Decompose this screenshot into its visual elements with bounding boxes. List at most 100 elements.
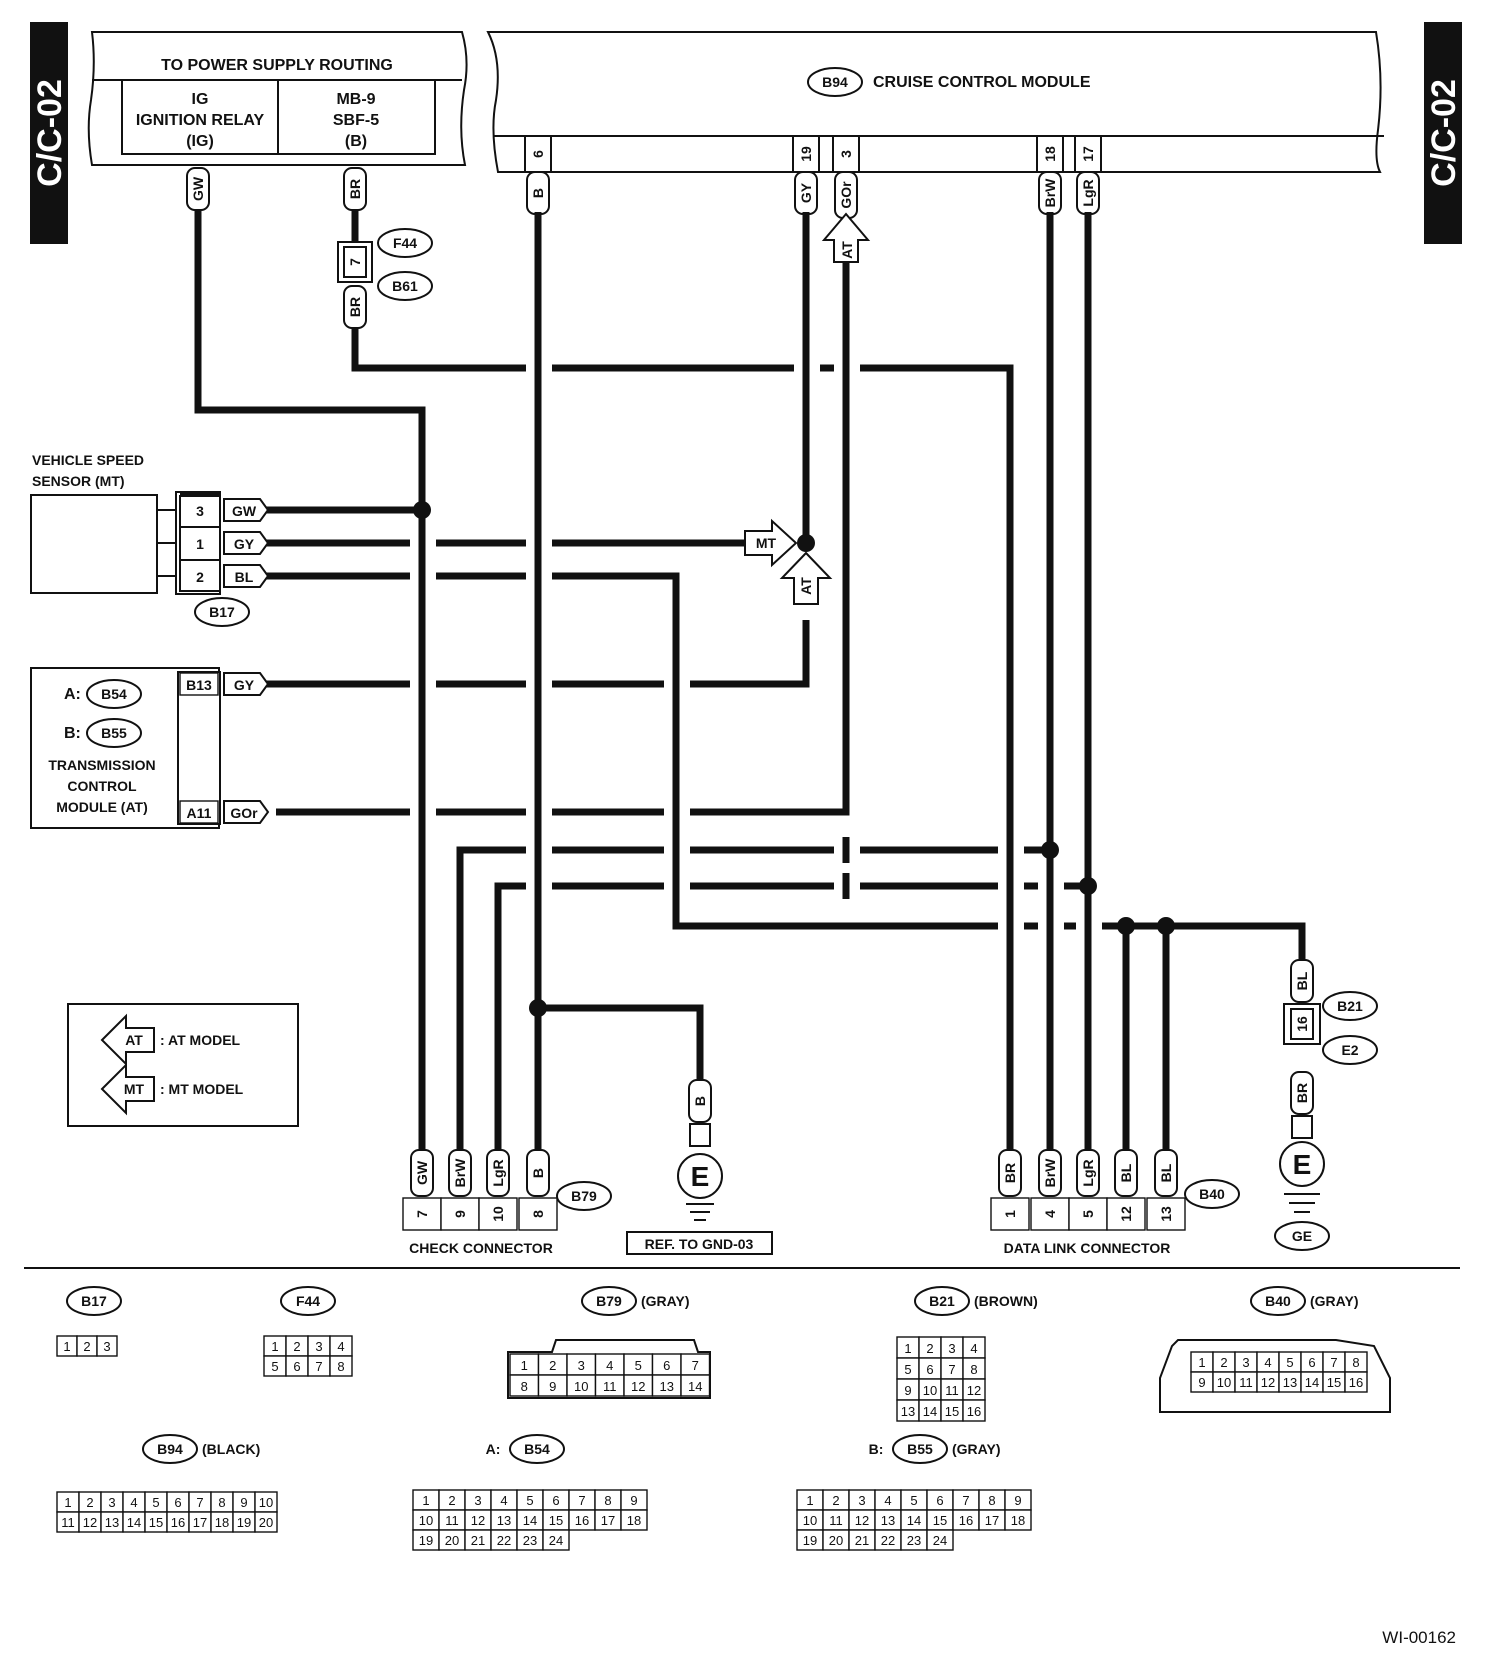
b40-cell: 8: [1352, 1355, 1359, 1370]
b55-cell: 18: [1011, 1513, 1025, 1528]
right-ground-color-top: BL: [1294, 971, 1310, 990]
svg-text:BR: BR: [347, 297, 363, 317]
b94-cell: 20: [259, 1515, 273, 1530]
b94-cell: 12: [83, 1515, 97, 1530]
check-pin-number: 7: [414, 1210, 430, 1218]
b55-cell: 22: [881, 1533, 895, 1548]
b17-cell: 3: [103, 1339, 110, 1354]
dlc-pin-1: BR1: [990, 1149, 1030, 1231]
right-ground-color-bottom: BR: [1294, 1083, 1310, 1103]
ccm-badge: B94: [822, 74, 848, 90]
vss-badge: B17: [209, 604, 235, 620]
vss-pin-color: GW: [232, 503, 257, 519]
view-badge: B17: [81, 1293, 107, 1309]
f44-cell: 1: [271, 1339, 278, 1354]
view-badge: B40: [1265, 1293, 1291, 1309]
check-connector-badge: B79: [571, 1188, 597, 1204]
data-link-connector: B40 DATA LINK CONNECTOR: [1004, 1179, 1240, 1256]
splice-dots: [413, 501, 1175, 1017]
f44-cell: 2: [293, 1339, 300, 1354]
b21-cell: 4: [970, 1341, 977, 1356]
b55-cell: 13: [881, 1513, 895, 1528]
fuse-top-badge: F44: [393, 235, 417, 251]
tcm-pin-color: GY: [234, 677, 255, 693]
wire-tcm-gy: [266, 620, 810, 688]
legend-box: AT : AT MODEL MT : MT MODEL: [67, 1003, 299, 1127]
fuse-pin-label: 7: [347, 258, 363, 266]
b94-cell: 3: [108, 1495, 115, 1510]
f44-cell: 5: [271, 1359, 278, 1374]
b55-cell: 15: [933, 1513, 947, 1528]
b21-cell: 5: [904, 1362, 911, 1377]
view-badge: F44: [296, 1293, 320, 1309]
b79-cell: 3: [578, 1358, 585, 1373]
ccm-pin-number: 6: [530, 150, 546, 158]
document-id: WI-00162: [1382, 1628, 1456, 1647]
ccm-pin-color: B: [530, 188, 546, 198]
b54-cell: 6: [552, 1493, 559, 1508]
b55-cell: 11: [829, 1513, 843, 1528]
splice-lgr: [1079, 877, 1097, 895]
splice-brw: [1041, 841, 1059, 859]
right-ground-top-badge: B21: [1337, 998, 1363, 1014]
dlc-pin-color: BR: [1002, 1163, 1018, 1183]
power-supply-block: TO POWER SUPPLY ROUTING IG IGNITION RELA…: [87, 31, 468, 166]
check-pin-color: LgR: [490, 1159, 506, 1186]
b40-cell: 14: [1305, 1375, 1319, 1390]
b94-cell: 15: [149, 1515, 163, 1530]
b21-cell: 15: [945, 1404, 959, 1419]
b79-cell: 14: [688, 1379, 702, 1394]
ground-wire-color: B: [692, 1096, 708, 1106]
b79-cell: 11: [603, 1379, 617, 1394]
b79-cell: 10: [574, 1379, 588, 1394]
b79-cell: 8: [521, 1379, 528, 1394]
side-label-right: C/C-02: [1425, 79, 1463, 187]
view-badge: B79: [596, 1293, 622, 1309]
b55-cell: 14: [907, 1513, 921, 1528]
b54-cell: 1: [422, 1493, 429, 1508]
b79-cell: 2: [549, 1358, 556, 1373]
b55-cell: 21: [855, 1533, 869, 1548]
b21-cell: 3: [948, 1341, 955, 1356]
legend-mt-text: : MT MODEL: [160, 1081, 244, 1097]
ccm-pin-number: 19: [798, 146, 814, 162]
f44-cell: 7: [315, 1359, 322, 1374]
ccm-pin-number: 18: [1042, 146, 1058, 162]
b55-cell: 17: [985, 1513, 999, 1528]
b55-cell: 9: [1014, 1493, 1021, 1508]
b94-cell: 10: [259, 1495, 273, 1510]
b40-cell: 15: [1327, 1375, 1341, 1390]
vss-title-2: SENSOR (MT): [32, 473, 125, 489]
dlc-pin-color: LgR: [1080, 1159, 1096, 1186]
at-arrow-top: AT: [821, 212, 871, 263]
b94-cell: 14: [127, 1515, 141, 1530]
b54-cell: 20: [445, 1533, 459, 1548]
f44-cell: 8: [337, 1359, 344, 1374]
b55-cell: 8: [988, 1493, 995, 1508]
tcm-b-badge: B55: [101, 725, 127, 741]
b21-cell: 14: [923, 1404, 937, 1419]
tcm-name-1: TRANSMISSION: [48, 757, 155, 773]
b40-cell: 4: [1264, 1355, 1271, 1370]
svg-text:AT: AT: [839, 241, 855, 259]
wires-over: [418, 355, 1092, 939]
b79-cell: 7: [692, 1358, 699, 1373]
ccm-pin-color: GOr: [838, 181, 854, 209]
tcm-pin-color: GOr: [230, 805, 258, 821]
f44-cell: 3: [315, 1339, 322, 1354]
tcm-b-prefix: B:: [64, 725, 81, 742]
view-color: (GRAY): [1310, 1293, 1359, 1309]
splice-bl-2: [1157, 917, 1175, 935]
b21-cell: 10: [923, 1383, 937, 1398]
vss-pin-color: BL: [235, 569, 254, 585]
